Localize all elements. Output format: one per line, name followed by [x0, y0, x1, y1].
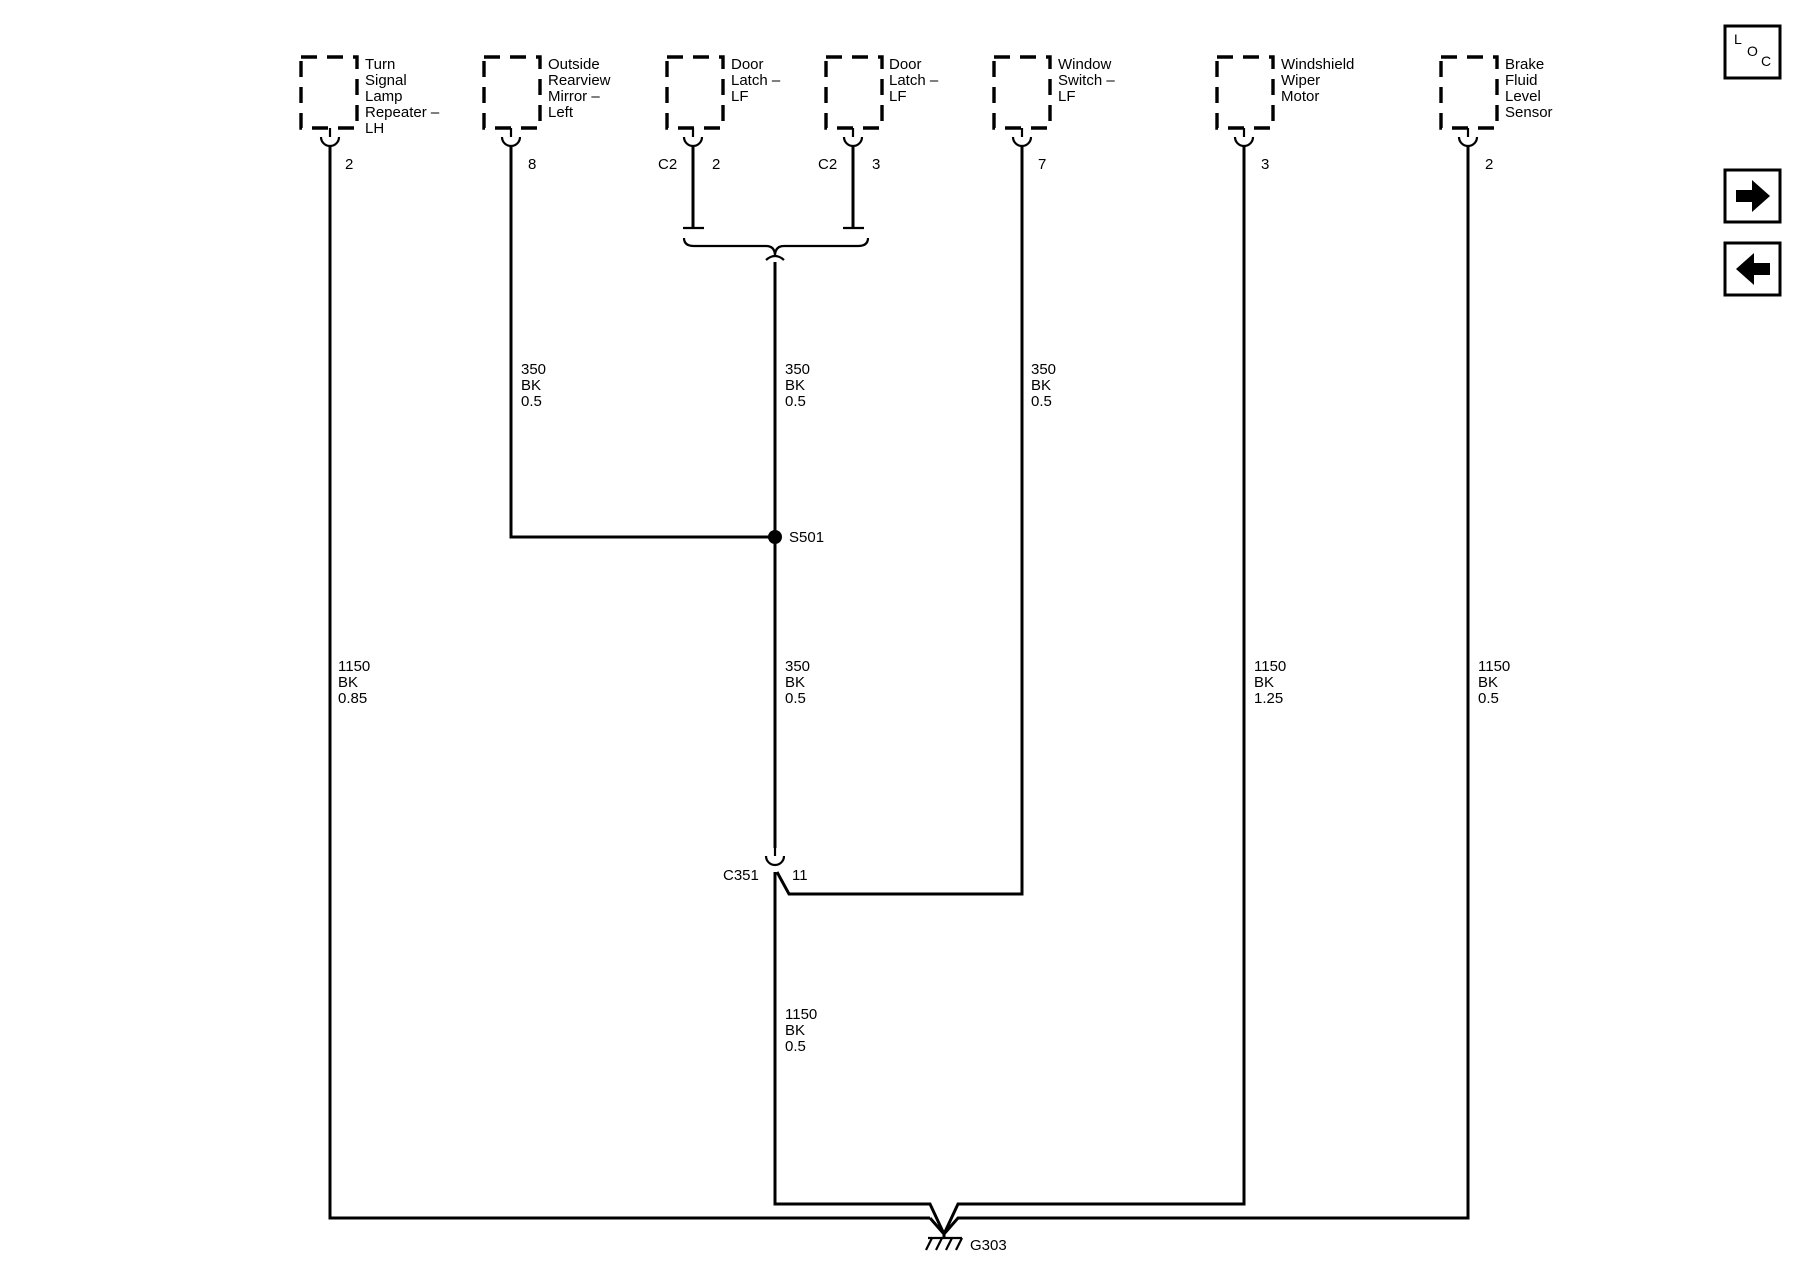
pin-label: 2 [1485, 156, 1493, 173]
component-door-latch-lf-c2-pin2: Door Latch – LF C2 2 [658, 55, 784, 173]
wire-wiper-motor [942, 146, 1246, 1235]
connector-label: C2 [818, 156, 837, 173]
inline-connector: C351 11 [723, 848, 808, 884]
svg-text:C: C [1761, 53, 1771, 69]
wire-connector-to-ground [773, 872, 946, 1235]
component-outside-rearview-mirror: Outside Rearview Mirror – Left 8 [482, 55, 615, 173]
connector-label: C2 [658, 156, 677, 173]
svg-text:Turn Signal Lamp: Turn Signal Lamp Repeater – LH [365, 56, 443, 137]
arrow-right-icon [1736, 180, 1770, 212]
previous-page-button[interactable] [1723, 241, 1782, 297]
svg-text:Door Latch – LF: Door Latch – LF [731, 56, 784, 105]
arrow-left-icon [1736, 253, 1770, 285]
location-view-icon: L O C [1734, 31, 1771, 69]
svg-text:O: O [1747, 43, 1758, 59]
wire-label-splice-to-connector: 350 BK 0.5 [785, 658, 814, 707]
svg-text:Brake Fluid Level: Brake Fluid Level Sensor [1505, 56, 1553, 121]
pin-label: 3 [872, 156, 880, 173]
pin-label: 7 [1038, 156, 1046, 173]
wire-label-door-latch-upper: 350 BK 0.5 [785, 361, 814, 410]
wire-window-switch [775, 146, 1024, 896]
wire-mirror [509, 146, 775, 539]
svg-text:Outside Rearview M: Outside Rearview Mirror – Left [548, 56, 615, 121]
component-turn-signal-lamp-repeater: Turn Signal Lamp Repeater – LH 2 [299, 55, 443, 173]
component-window-switch-lf: Window Switch – LF 7 [992, 55, 1119, 173]
component-door-latch-lf-c2-pin3: Door Latch – LF C2 3 [818, 55, 942, 173]
svg-text:Door Latch – LF: Door Latch – LF [889, 56, 942, 105]
wire-label-window-switch: 350 BK 0.5 [1031, 361, 1060, 410]
pin-label: 8 [528, 156, 536, 173]
ground-label: G303 [970, 1237, 1007, 1254]
wire-label-connector-to-ground: 1150 BK 0.5 [785, 1006, 821, 1055]
component-brake-fluid-level-sensor: Brake Fluid Level Sensor 2 [1439, 55, 1553, 173]
pin-label: 2 [345, 156, 353, 173]
location-view-button[interactable]: L O C [1723, 24, 1782, 80]
wire-label-wiper-motor: 1150 BK 1.25 [1254, 658, 1290, 707]
wire-turn-signal [328, 146, 930, 1220]
inline-connector-pin: 11 [792, 867, 808, 884]
next-page-button[interactable] [1723, 168, 1782, 224]
door-latch-brace [682, 237, 870, 257]
pin-label: 2 [712, 156, 720, 173]
pin-label: 3 [1261, 156, 1269, 173]
wire-brake-sensor [942, 146, 1470, 1235]
ground-symbol: G303 [925, 1234, 1007, 1254]
splice-dot [768, 530, 782, 544]
svg-text:L: L [1734, 31, 1742, 47]
splice-label: S501 [789, 529, 824, 546]
wire-label-turn-signal: 1150 BK 0.85 [338, 658, 374, 707]
wire-label-mirror: 350 BK 0.5 [521, 361, 550, 410]
component-windshield-wiper-motor: Windshield Wiper Motor 3 [1215, 55, 1359, 173]
svg-text:Window Switch – LF: Window Switch – LF [1058, 56, 1119, 105]
svg-text:Windshield Wiper M: Windshield Wiper Motor [1281, 56, 1359, 105]
wire-label-brake-sensor: 1150 BK 0.5 [1478, 658, 1514, 707]
inline-connector-label: C351 [723, 867, 759, 884]
